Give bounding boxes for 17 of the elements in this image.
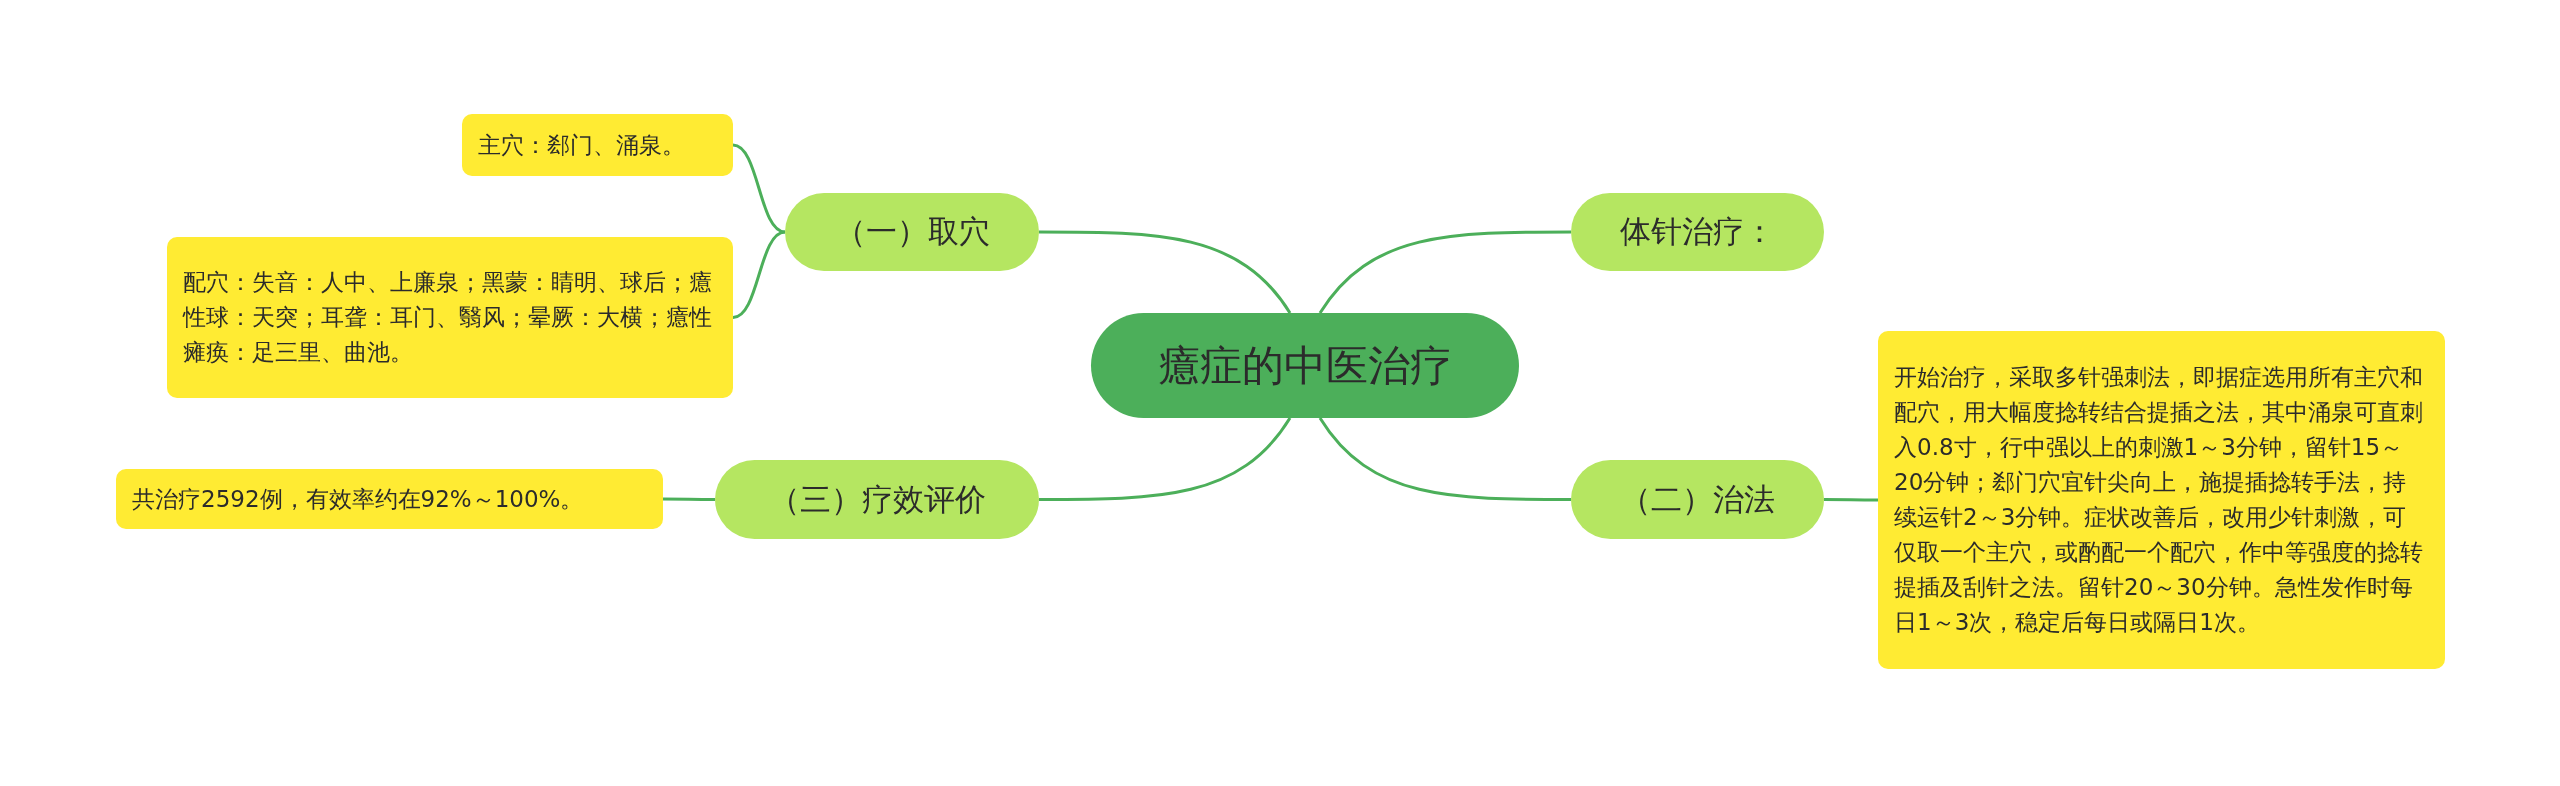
- connector-line: [732, 230, 786, 319]
- note-box: 共治疗2592例，有效率约在92%～100%。: [116, 469, 663, 529]
- topic-box: （二）治法: [1571, 460, 1824, 539]
- connector-line: [663, 497, 715, 501]
- connector-line: [732, 143, 786, 234]
- topic-box: （一）取穴: [785, 193, 1039, 271]
- note-box: 配穴：失音：人中、上廉泉；黑蒙：睛明、球后；癔性球：天突；耳聋：耳门、翳风；晕厥：大横；癔性瘫痪：足三里、曲池。: [167, 237, 733, 398]
- central-topic: 癔症的中医治疗: [1091, 313, 1519, 418]
- connector-line: [1318, 417, 1571, 501]
- connector-line: [1824, 498, 1878, 502]
- note-box: 主穴：郄门、涌泉。: [462, 114, 733, 176]
- connector-line: [1039, 417, 1292, 501]
- topic-box: 体针治疗：: [1571, 193, 1824, 271]
- connector-line: [1039, 230, 1292, 314]
- note-box: 开始治疗，采取多针强刺法，即据症选用所有主穴和配穴，用大幅度捻转结合提插之法，其中涌泉可直刺入0.8寸，行中强以上的刺激1～3分钟，留针15～20分钟；郄门穴宜针尖向上，施提插捻转手法，持续运针2～3分钟。症状改善后，改用少针刺激，可仅取一个主穴，或酌配一个配穴，作中等强度的捻转提插及刮针之法。留针20～30分钟。急性发作时每日1～3次，稳定后每日或隔日1次。: [1878, 331, 2445, 669]
- topic-box: （三）疗效评价: [715, 460, 1039, 539]
- connector-line: [1318, 230, 1571, 314]
